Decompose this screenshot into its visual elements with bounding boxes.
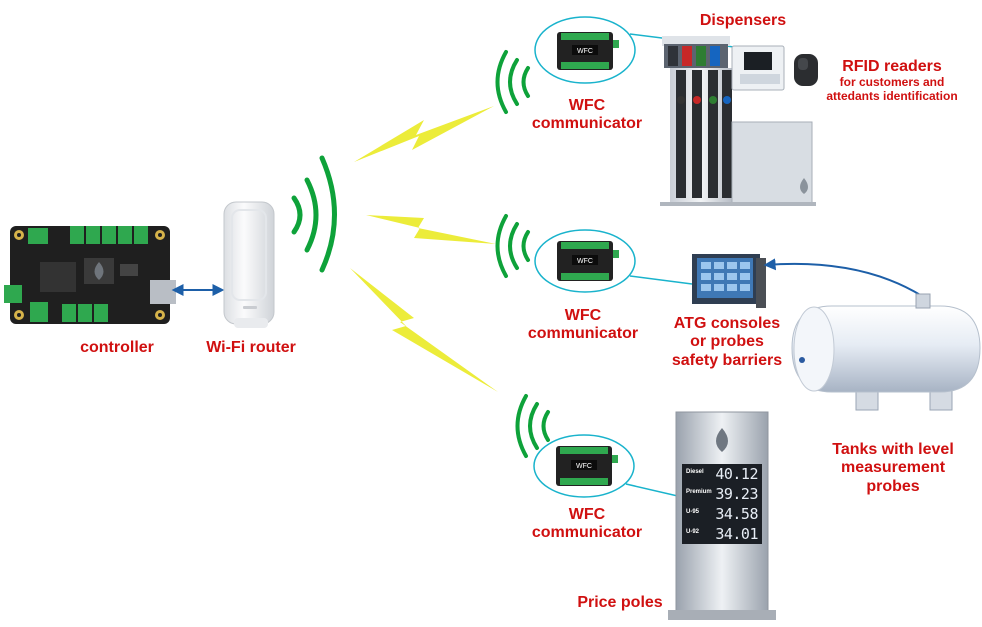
rfid-reader-icon <box>794 54 818 86</box>
wfc-board-bottom: WFC <box>533 434 683 498</box>
lightning-bottom <box>350 268 498 392</box>
lightning-links <box>350 106 498 392</box>
atg-label-line: safety barriers <box>671 351 783 369</box>
rfid-sub-line: for customers and <box>839 75 945 90</box>
price-row-fuel: U-92 <box>686 529 700 535</box>
wfc-board-label: WFC <box>577 258 593 265</box>
price-row: Diesel 40.12 <box>682 464 762 484</box>
wfc-bottom-label: WFC communicator <box>520 506 654 543</box>
wfc-label-line: communicator <box>531 524 643 542</box>
rfid-title: RFID readers <box>842 58 942 75</box>
rfid-sub-line: attedants identification <box>826 89 958 104</box>
rfid-label: RFID readers for customers and attedants… <box>808 58 976 104</box>
atg-console-icon <box>692 254 766 308</box>
price-row: Premium 39.23 <box>682 484 762 504</box>
controller-board-icon <box>4 226 176 324</box>
router-label: Wi-Fi router <box>206 339 296 356</box>
dispensers-label: Dispensers <box>699 12 787 29</box>
wfc-top-label: WFC communicator <box>520 97 654 134</box>
price-row-value: 39.23 <box>715 485 758 503</box>
price-row-value: 34.01 <box>715 525 758 543</box>
price-row-fuel: Premium <box>686 489 712 495</box>
tanks-label-line: probes <box>866 477 920 495</box>
wfc-label-line: WFC <box>564 307 602 324</box>
wfc-board-label: WFC <box>577 48 593 55</box>
wfc-board-label: WFC <box>576 463 592 470</box>
fuel-dispenser-icon <box>660 36 816 206</box>
atg-label: ATG consoles or probes safety barriers <box>656 315 798 370</box>
tanks-label-line: Tanks with level <box>832 441 954 458</box>
wfc-label-line: WFC <box>568 97 606 114</box>
price-poles-label: Price poles <box>577 594 663 611</box>
wfc-label-line: communicator <box>531 115 643 133</box>
price-pole-icon <box>668 411 776 620</box>
wfc-label-line: WFC <box>568 506 606 523</box>
lightning-top <box>354 106 494 162</box>
lightning-middle <box>366 215 496 244</box>
controller-label: controller <box>80 339 154 356</box>
tanks-label: Tanks with level measurement probes <box>808 441 978 496</box>
wfc-label-line: communicator <box>527 325 639 343</box>
storage-tank-icon <box>791 293 981 411</box>
price-row: U-95 34.58 <box>682 504 762 524</box>
wfc-middle-label: WFC communicator <box>516 307 650 344</box>
wfc-signal-waves <box>495 50 550 458</box>
price-row-value: 40.12 <box>715 465 758 483</box>
atg-label-line: or probes <box>690 333 764 351</box>
price-row-fuel: U-95 <box>686 509 700 515</box>
tanks-label-line: measurement <box>840 459 946 477</box>
router-signal-waves <box>291 155 337 273</box>
price-row: U-92 34.01 <box>682 524 762 544</box>
wifi-router-icon <box>223 201 275 328</box>
atg-tank-cable <box>763 258 923 297</box>
price-row-value: 34.58 <box>715 505 758 523</box>
price-row-fuel: Diesel <box>686 469 704 475</box>
atg-label-line: ATG consoles <box>673 315 781 332</box>
wfc-board-middle: WFC <box>534 229 693 293</box>
wfc-board-top: WFC <box>534 16 743 84</box>
